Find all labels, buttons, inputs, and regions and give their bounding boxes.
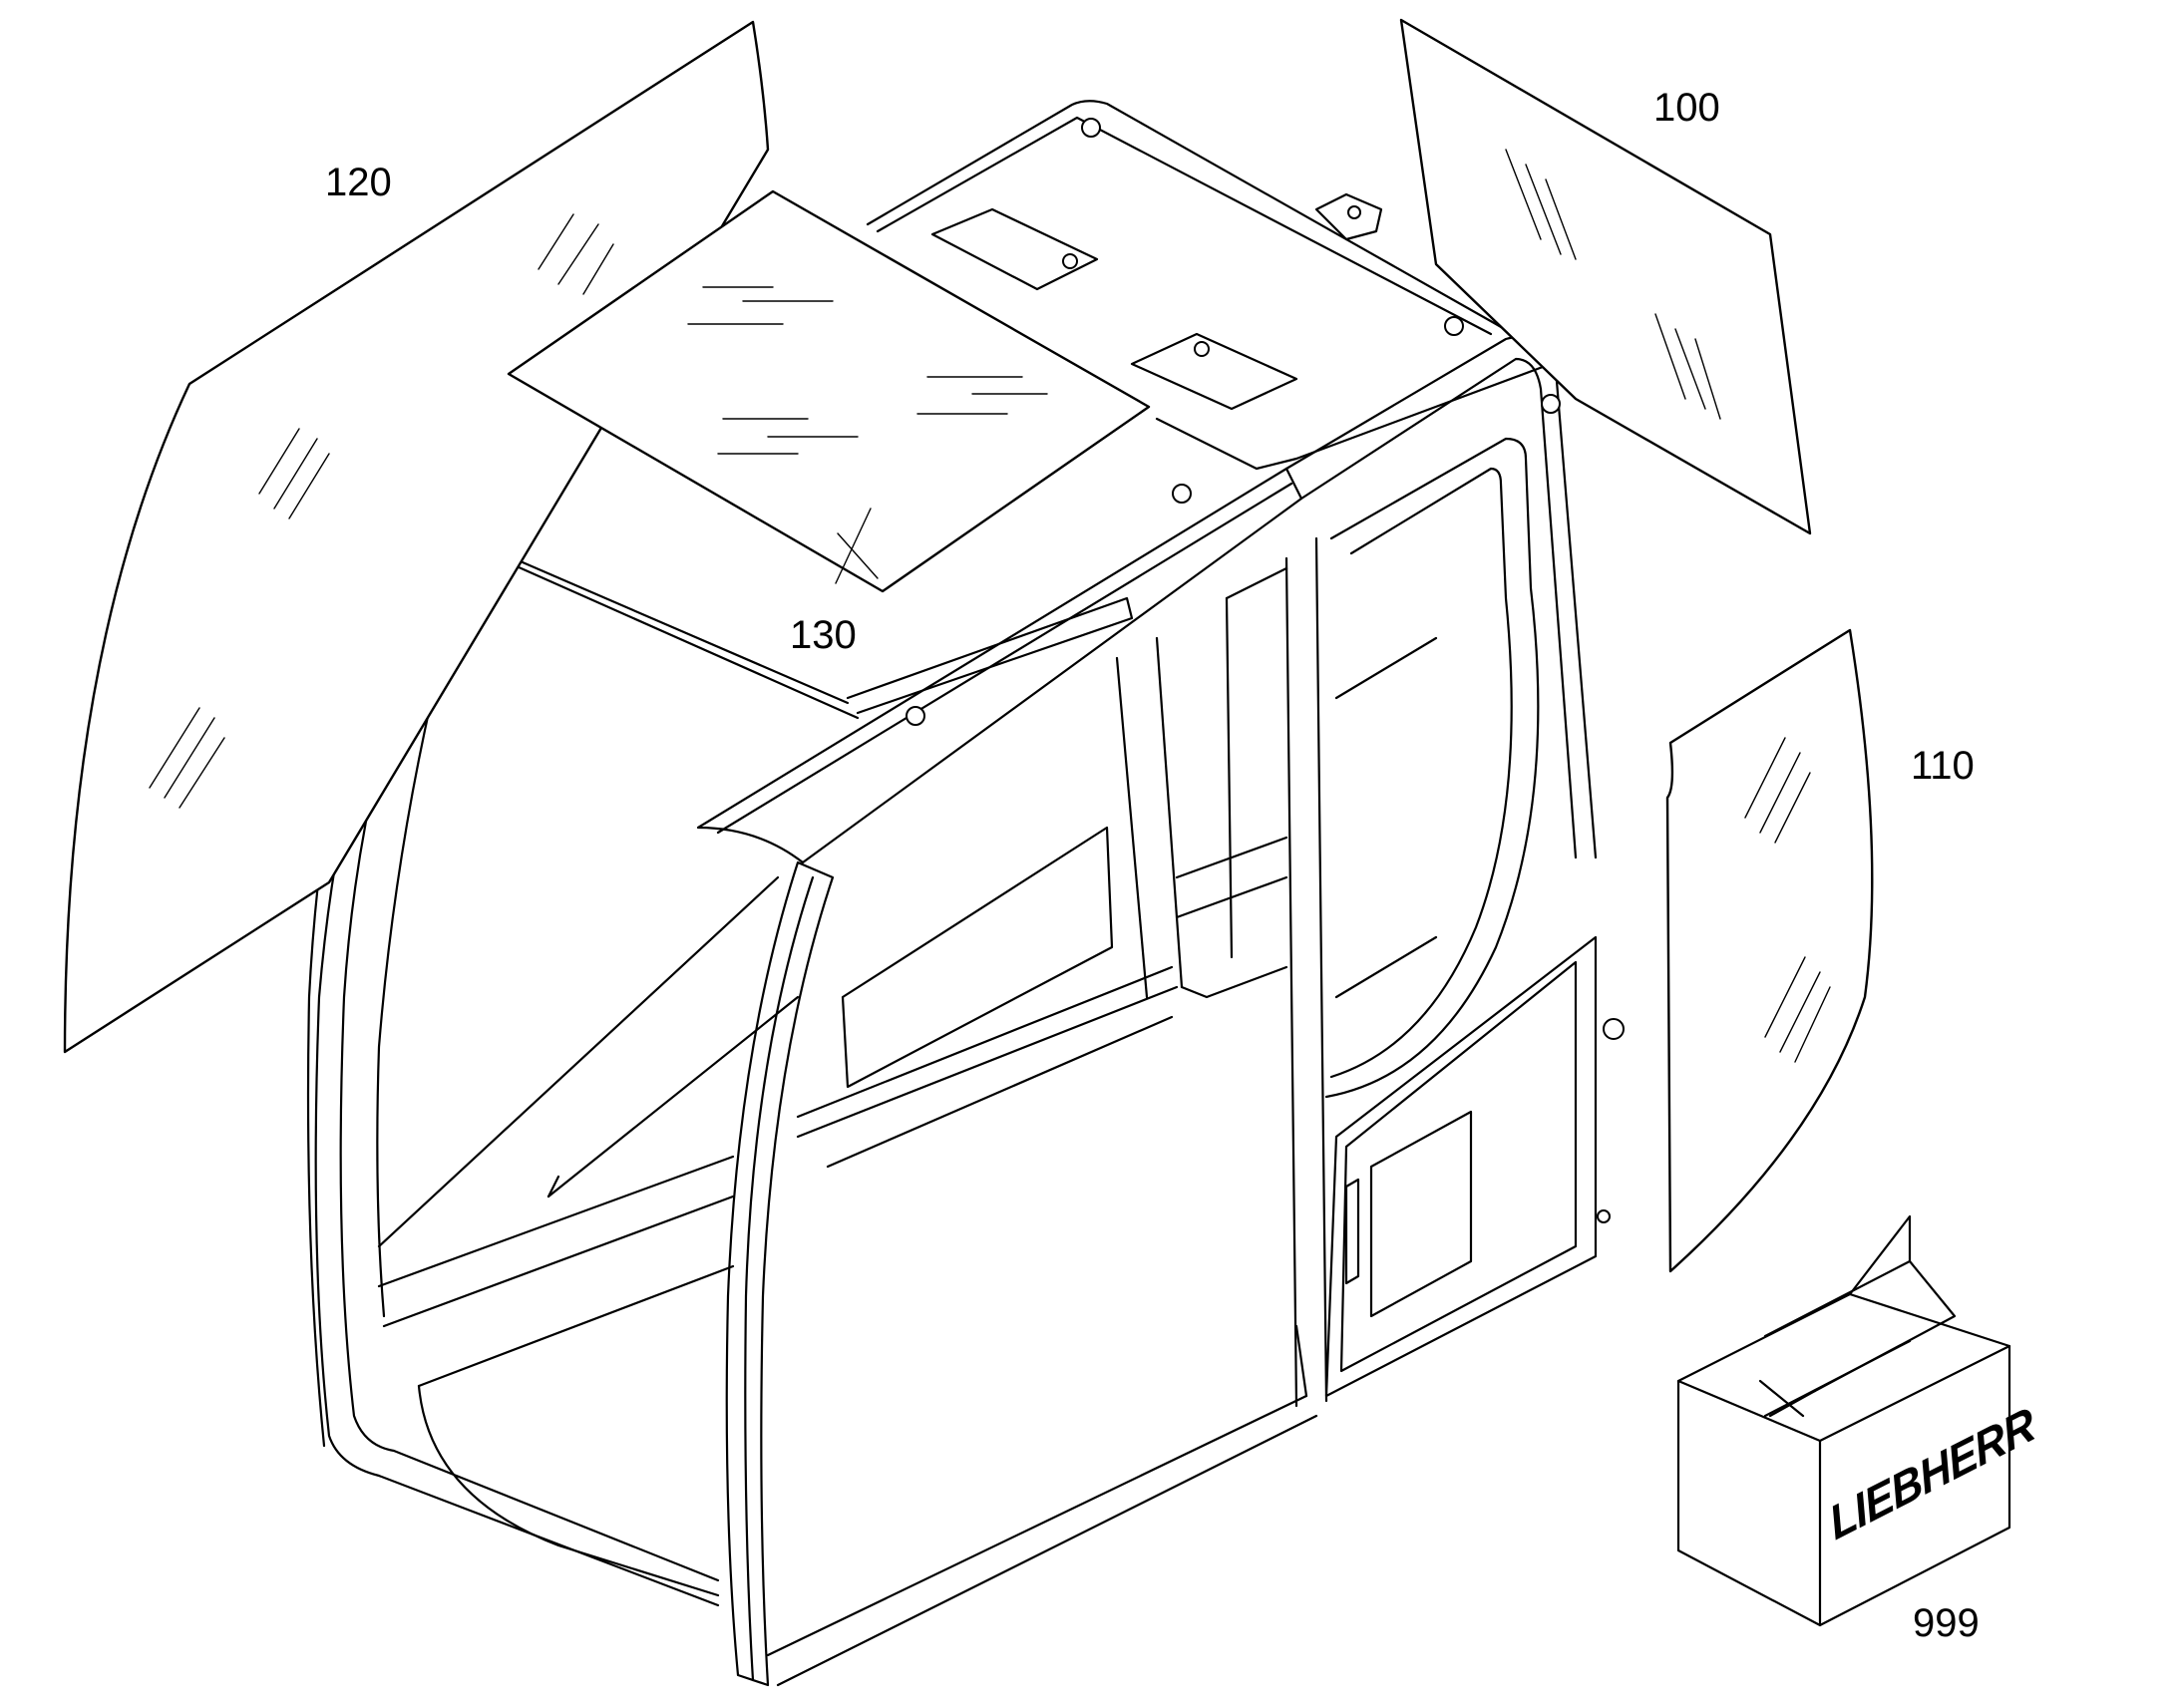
callout-999: 999 [1913, 1601, 1980, 1645]
callout-130: 130 [790, 613, 857, 657]
callout-110: 110 [1911, 744, 1975, 788]
glass-pane-130 [507, 189, 1151, 593]
leader-lines [835, 508, 872, 584]
glass-pane-110 [1665, 628, 1874, 1273]
glass-pane-100 [1399, 18, 1812, 535]
kit-box-999: LIEBHERR [1676, 1214, 2040, 1627]
callout-120: 120 [325, 161, 392, 204]
callout-100: 100 [1653, 86, 1720, 130]
glass-pane-120 [63, 20, 770, 1054]
